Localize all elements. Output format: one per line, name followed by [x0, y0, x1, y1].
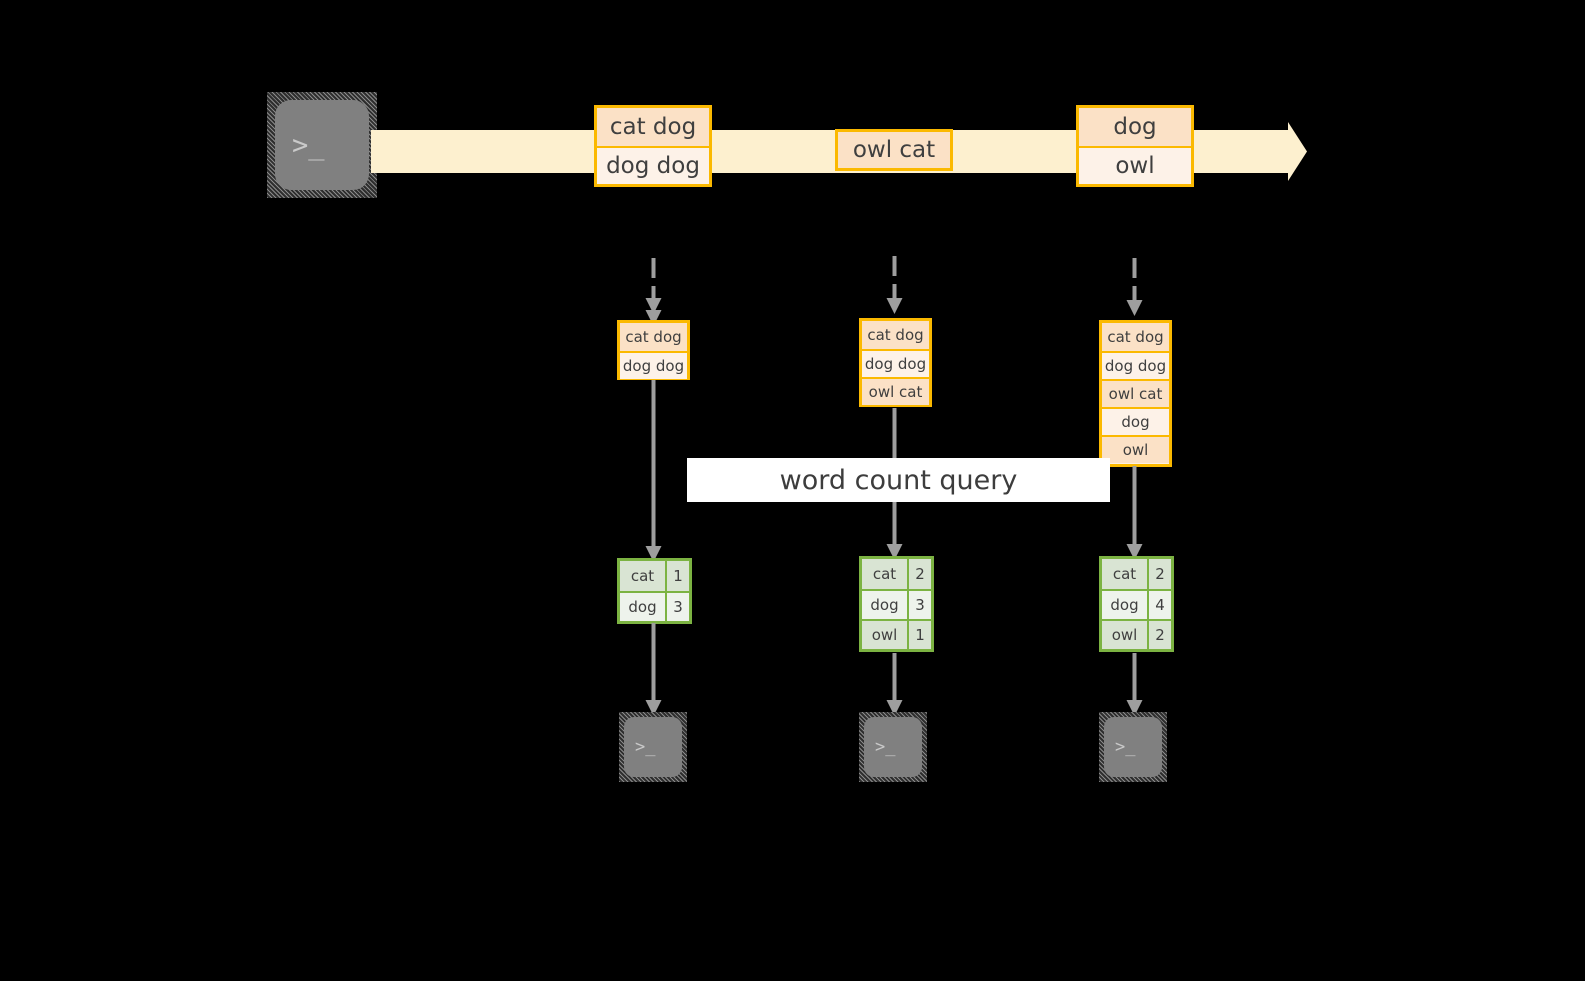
batch-accumulator-1: cat dog dog dog: [617, 320, 690, 380]
trigger-arrow-2: [886, 256, 903, 314]
batch-line: dog dog: [1102, 351, 1169, 379]
query-label: word count query: [687, 458, 1110, 502]
result-count: 2: [1147, 559, 1171, 589]
terminal-screen: >_: [275, 100, 369, 190]
result-word: owl: [1102, 621, 1147, 649]
stream-record-3: dog owl: [1076, 105, 1194, 187]
batch-line: cat dog: [1102, 323, 1169, 351]
sink-terminal-icon-1: >_: [619, 712, 687, 782]
sink-arrow-2: [886, 653, 903, 716]
terminal-prompt-glyph: >_: [635, 736, 656, 757]
terminal-prompt-glyph: >_: [875, 736, 896, 757]
result-row: dog 3: [862, 589, 931, 619]
result-table-3: cat 2 dog 4 owl 2: [1099, 556, 1174, 652]
result-row: dog 4: [1102, 589, 1171, 619]
stream-record-line: dog: [1079, 108, 1191, 146]
result-count: 4: [1147, 591, 1171, 619]
result-row: cat 1: [620, 561, 689, 591]
terminal-screen: >_: [1104, 717, 1162, 777]
terminal-prompt-glyph: >_: [1115, 736, 1136, 757]
result-word: owl: [862, 621, 907, 649]
sink-terminal-icon-2: >_: [859, 712, 927, 782]
result-row: owl 2: [1102, 619, 1171, 649]
result-row: owl 1: [862, 619, 931, 649]
terminal-prompt-glyph: >_: [292, 129, 325, 161]
sink-arrow-3: [1126, 653, 1143, 716]
query-arrow-3: [1126, 466, 1143, 560]
result-word: dog: [620, 593, 665, 621]
sink-arrow-1: [645, 623, 662, 716]
batch-line: owl cat: [1102, 379, 1169, 407]
query-arrow-1: [645, 380, 662, 562]
result-table-1: cat 1 dog 3: [617, 558, 692, 624]
result-count: 2: [1147, 621, 1171, 649]
batch-line: cat dog: [862, 321, 929, 349]
result-word: cat: [1102, 559, 1147, 589]
trigger-arrow-3: [1126, 258, 1143, 316]
batch-line: dog: [1102, 407, 1169, 435]
stream-arrow-head: [1288, 122, 1307, 181]
trigger-arrow-1-head: [645, 286, 662, 326]
batch-line: owl: [1102, 435, 1169, 463]
result-count: 3: [907, 591, 931, 619]
source-terminal-icon: >_: [267, 92, 377, 198]
stream-record-line: owl: [1079, 146, 1191, 184]
batch-accumulator-3: cat dog dog dog owl cat dog owl: [1099, 320, 1172, 467]
result-row: cat 2: [862, 559, 931, 589]
terminal-screen: >_: [864, 717, 922, 777]
result-word: dog: [862, 591, 907, 619]
batch-accumulator-2: cat dog dog dog owl cat: [859, 318, 932, 407]
stream-record-line: dog dog: [597, 146, 709, 184]
result-count: 2: [907, 559, 931, 589]
result-table-2: cat 2 dog 3 owl 1: [859, 556, 934, 652]
result-count: 1: [907, 621, 931, 649]
batch-line: cat dog: [620, 323, 687, 351]
sink-terminal-icon-3: >_: [1099, 712, 1167, 782]
batch-line: dog dog: [620, 351, 687, 379]
result-row: cat 2: [1102, 559, 1171, 589]
result-count: 3: [665, 593, 689, 621]
stream-record-2: owl cat: [835, 129, 953, 171]
result-row: dog 3: [620, 591, 689, 621]
terminal-screen: >_: [624, 717, 682, 777]
stream-record-1: cat dog dog dog: [594, 105, 712, 187]
batch-line: owl cat: [862, 377, 929, 405]
result-count: 1: [665, 561, 689, 591]
result-word: dog: [1102, 591, 1147, 619]
stream-record-line: cat dog: [597, 108, 709, 146]
stream-record-line: owl cat: [838, 132, 950, 168]
result-word: cat: [620, 561, 665, 591]
trigger-arrow-1: [645, 258, 662, 314]
batch-line: dog dog: [862, 349, 929, 377]
result-word: cat: [862, 559, 907, 589]
